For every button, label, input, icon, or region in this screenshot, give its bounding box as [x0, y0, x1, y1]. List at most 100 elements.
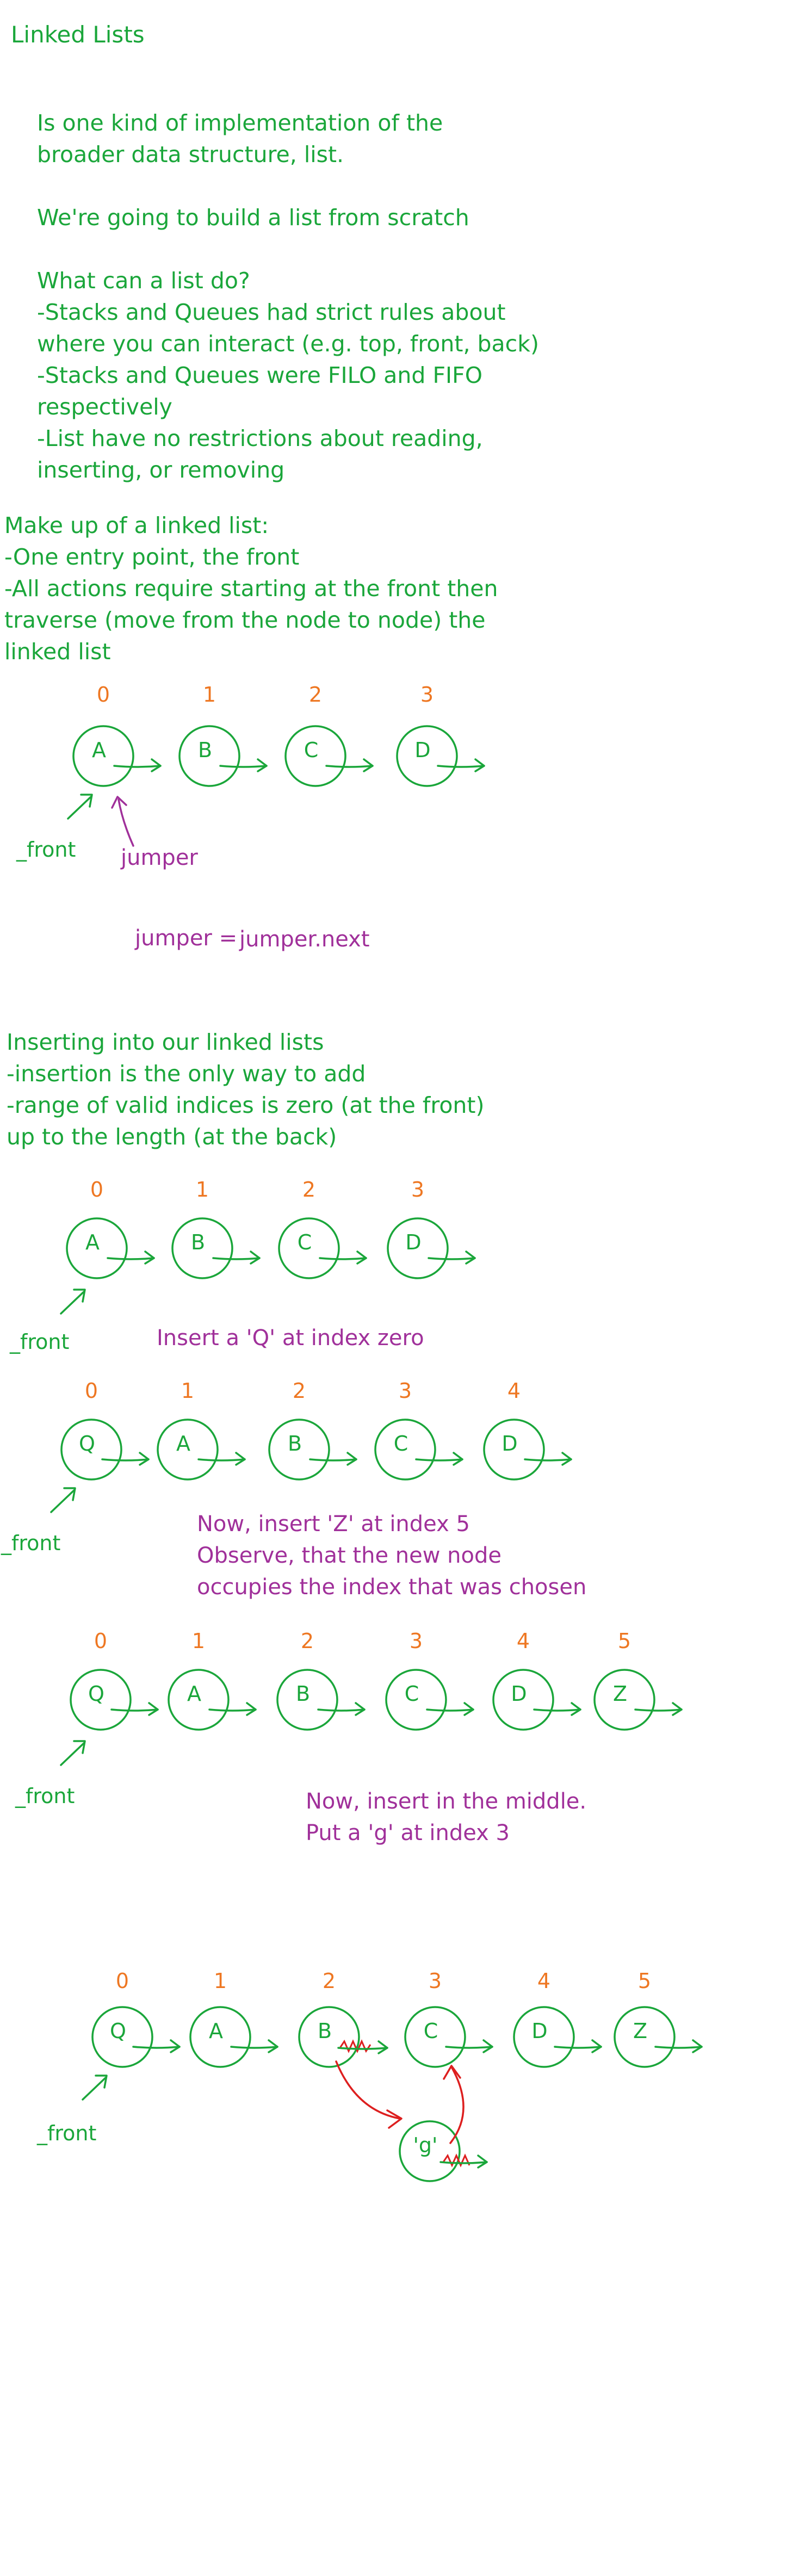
list-node	[387, 1217, 449, 1279]
index-label: 2	[309, 683, 322, 707]
arrow-head	[474, 758, 485, 772]
arrow-head	[482, 2039, 493, 2053]
arrow-head	[571, 1702, 581, 1716]
list-node	[483, 1419, 545, 1481]
index-label: 3	[399, 1379, 412, 1403]
index-label: 1	[214, 1969, 227, 1993]
next-arrow	[439, 2161, 488, 2164]
next-arrow	[230, 2046, 278, 2049]
jumper-next-label: jumper.next	[239, 927, 370, 952]
list-node	[178, 725, 240, 787]
node-label: B	[318, 2019, 332, 2043]
next-arrow	[309, 1458, 357, 1462]
front-label: _front	[16, 838, 76, 862]
next-arrow	[445, 2046, 493, 2049]
new-link-scribble	[442, 2153, 470, 2168]
next-arrow	[219, 765, 268, 768]
node-label: Q	[79, 1432, 95, 1456]
arrow-head	[111, 796, 127, 809]
makeup-line: -One entry point, the front	[4, 544, 299, 570]
next-arrow	[319, 1257, 367, 1260]
index-label: 2	[301, 1629, 314, 1653]
index-label: 0	[90, 1178, 103, 1202]
relink-arrow-b-to-g	[335, 2060, 401, 2120]
list-node	[91, 2006, 153, 2068]
inserting-line: -insertion is the only way to add	[7, 1061, 366, 1087]
node-label: C	[394, 1432, 408, 1456]
inserting-line: up to the length (at the back)	[7, 1124, 337, 1150]
node-label: C	[405, 1682, 419, 1706]
index-label: 4	[537, 1969, 550, 1993]
arrow-head	[246, 1702, 257, 1716]
index-label: 0	[97, 683, 110, 707]
node-label: 'g'	[413, 2133, 437, 2157]
index-label: 2	[302, 1178, 315, 1202]
next-arrow	[212, 1257, 261, 1260]
makeup-line: -All actions require starting at the fro…	[4, 575, 498, 602]
next-arrow	[110, 1708, 159, 1712]
node-label: B	[198, 738, 212, 762]
arrow-head	[692, 2039, 703, 2053]
arrow-head	[591, 2039, 602, 2053]
node-label: Q	[88, 1682, 104, 1706]
arrow-head	[377, 2040, 388, 2054]
next-arrow	[426, 1708, 474, 1712]
inserting-line: Inserting into our linked lists	[7, 1029, 324, 1055]
list-node	[593, 1669, 655, 1731]
intro-line: inserting, or removing	[37, 457, 284, 483]
arrow-head	[95, 2075, 108, 2089]
next-arrow	[101, 1458, 150, 1462]
arrow-head	[80, 794, 93, 808]
list-node	[72, 725, 134, 787]
index-label: 4	[507, 1379, 521, 1403]
index-label: 0	[116, 1969, 129, 1993]
jumper-assign-label: jumper =	[134, 926, 237, 951]
list-node	[396, 725, 458, 787]
makeup-line: linked list	[4, 639, 111, 665]
index-label: 3	[411, 1178, 424, 1202]
node-label: A	[85, 1230, 100, 1254]
next-arrow	[654, 2046, 703, 2049]
next-arrow	[317, 1708, 366, 1712]
arrow-head	[148, 1702, 159, 1716]
index-label: 3	[410, 1629, 423, 1653]
arrow-head	[63, 1487, 76, 1501]
next-arrow	[337, 2047, 388, 2050]
arrow-head	[73, 1289, 86, 1303]
node-label: D	[531, 2019, 547, 2043]
arrow-head	[355, 1702, 366, 1716]
node-label: Z	[613, 1682, 627, 1706]
list-node	[374, 1419, 436, 1481]
list-node	[157, 1419, 219, 1481]
node-label: B	[296, 1682, 310, 1706]
node-label: B	[288, 1432, 302, 1456]
index-label: 5	[618, 1629, 631, 1653]
note-insert-z: Observe, that the new node	[197, 1543, 501, 1568]
list-node	[171, 1217, 233, 1279]
arrow-head	[257, 758, 268, 772]
list-node	[66, 1217, 128, 1279]
next-arrow	[132, 2046, 181, 2049]
arrow-head	[453, 1452, 463, 1466]
list-node	[399, 2120, 461, 2182]
list-node	[60, 1419, 122, 1481]
node-label: A	[92, 738, 106, 762]
next-arrow	[107, 1257, 155, 1260]
arrow-head	[356, 1250, 367, 1265]
arrow-head	[363, 758, 374, 772]
front-label: _front	[9, 1330, 69, 1354]
list-node	[385, 1669, 447, 1731]
list-node	[492, 1669, 554, 1731]
front-label: _front	[1, 1531, 60, 1555]
node-label: A	[176, 1432, 190, 1456]
list-node	[284, 725, 346, 787]
node-label: Z	[633, 2019, 647, 2043]
next-arrow	[197, 1458, 246, 1462]
next-arrow	[428, 1257, 476, 1260]
next-arrow	[524, 1458, 572, 1462]
arrow-head	[73, 1740, 86, 1754]
list-node	[70, 1669, 132, 1731]
front-pointer	[60, 1291, 85, 1315]
jumper-label: jumper	[120, 845, 198, 870]
